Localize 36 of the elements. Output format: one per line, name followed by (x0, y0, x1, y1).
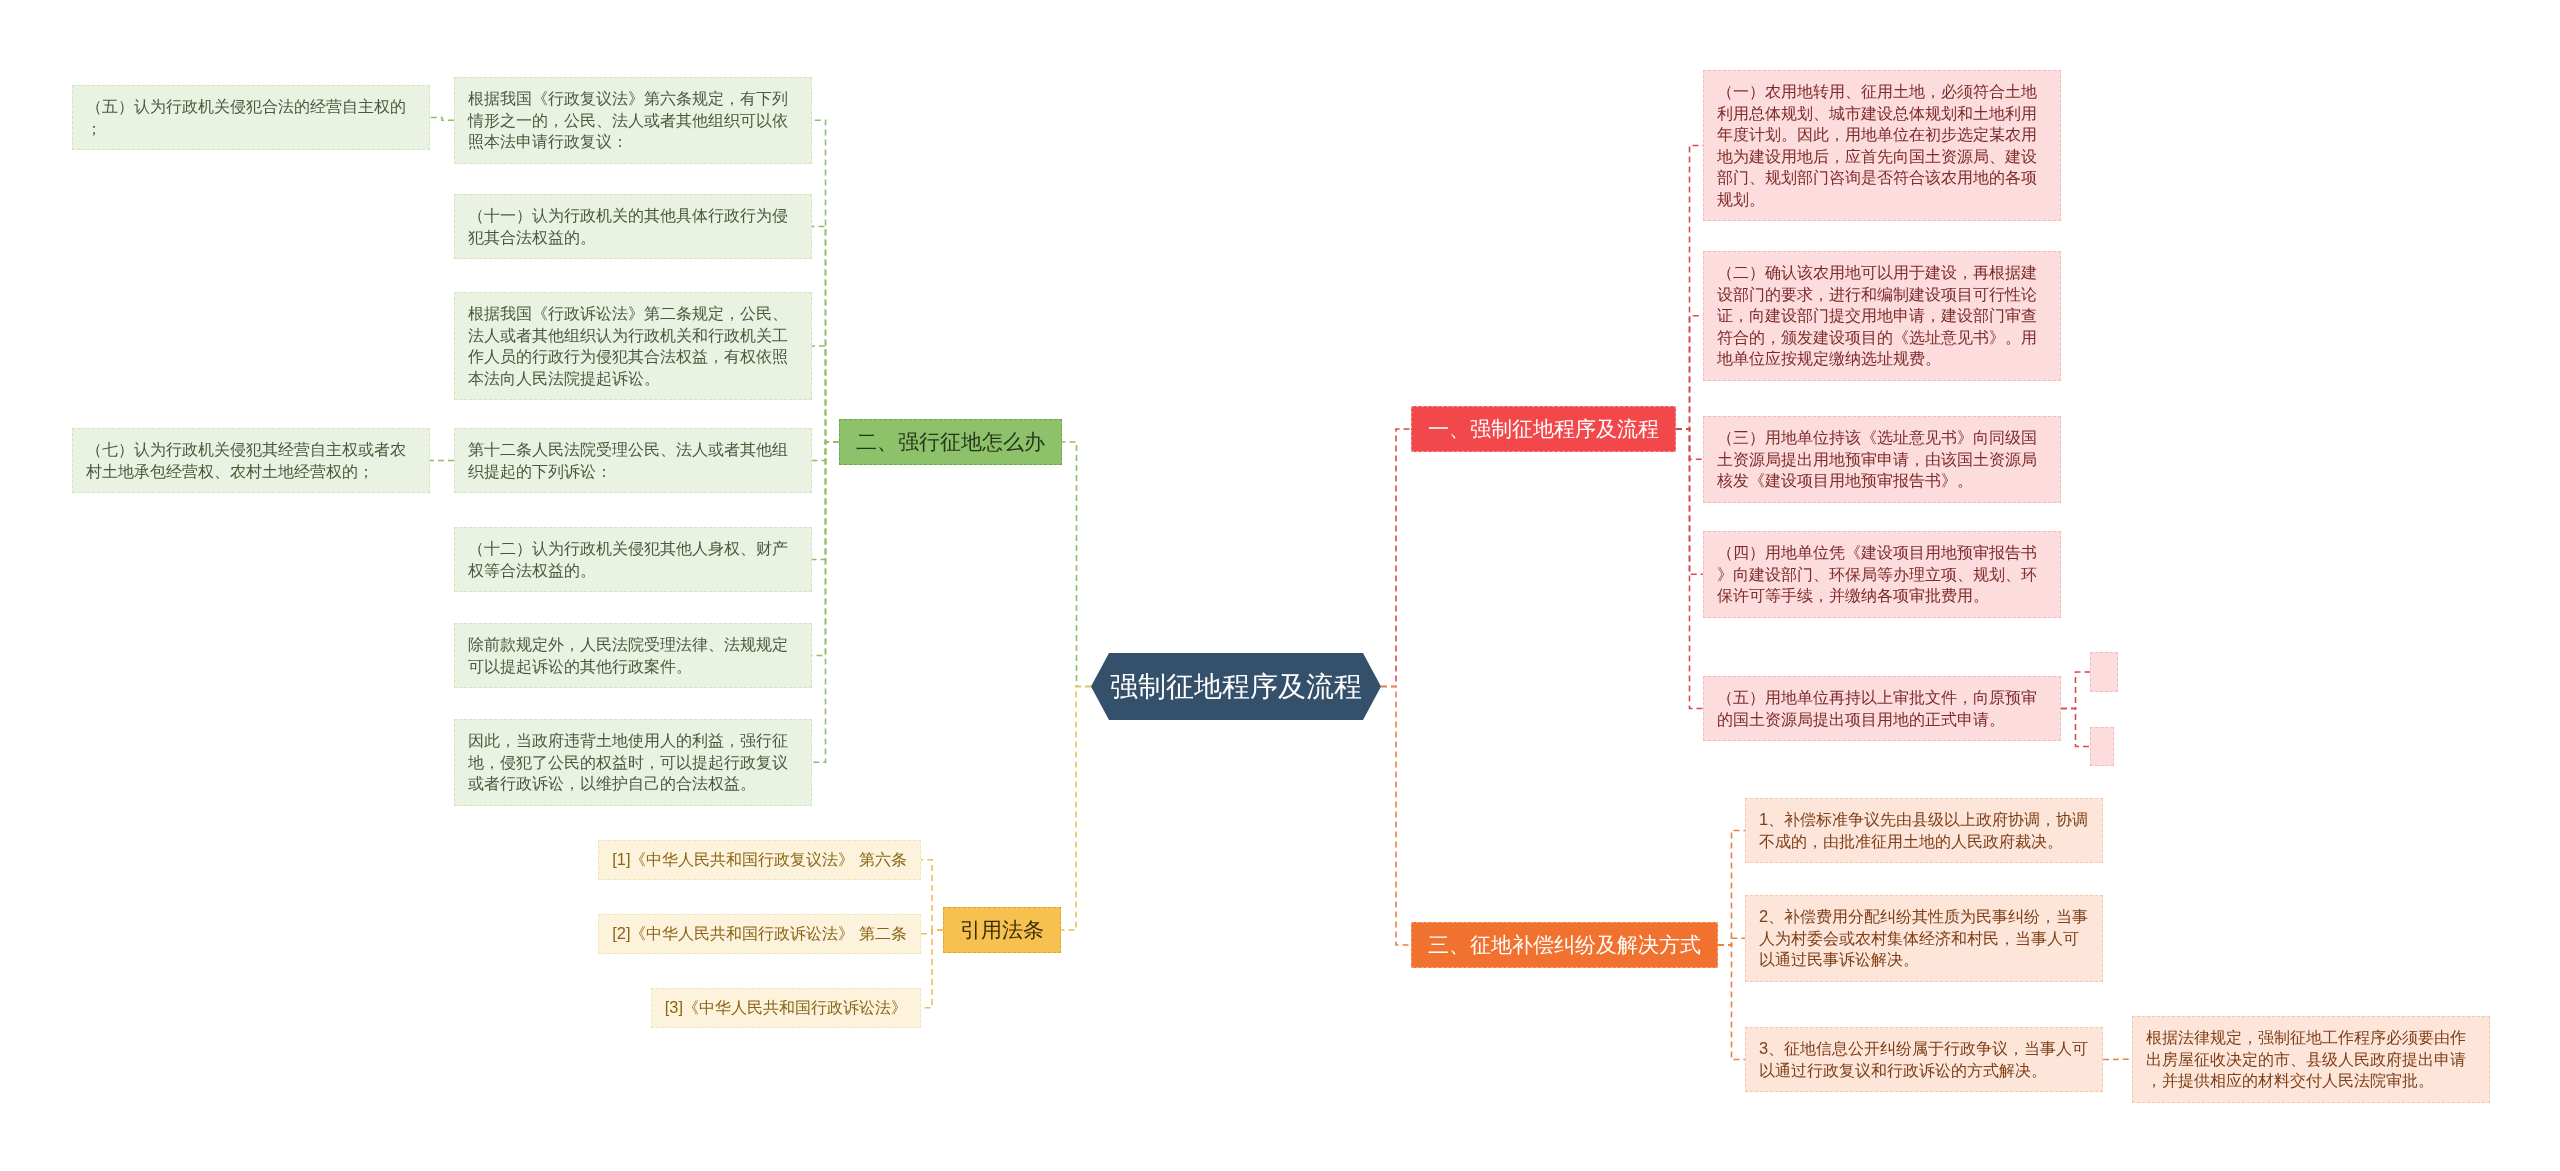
empty-box (2090, 727, 2114, 766)
connector-line (429, 459, 455, 462)
citation-box: [1]《中华人民共和国行政复议法》 第六条 (598, 840, 921, 880)
branch-topic-box: 三、征地补偿纠纷及解决方式 (1411, 922, 1718, 968)
connector-line (1380, 685, 1412, 946)
branch-topic-box: 引用法条 (943, 907, 1061, 953)
topic-box: 因此，当政府违背土地使用人的利益，强行征地，侵犯了公民的权益时，可以提起行政复议或者行政诉讼，以维护自己的合法权益。 (454, 719, 812, 806)
topic-box: （七）认为行政机关侵犯其经营自主权或者农村土地承包经营权、农村土地经营权的； (72, 428, 430, 493)
topic-box: 1、补偿标准争议先由县级以上政府协调，协调不成的，由批准征用土地的人民政府裁决。 (1745, 798, 2103, 863)
topic-box: （十二）认为行政机关侵犯其他人身权、财产权等合法权益的。 (454, 527, 812, 592)
connector-line (1675, 428, 1704, 710)
connector-line (1060, 685, 1092, 931)
connector-line (429, 116, 455, 122)
topic-box: （三）用地单位持该《选址意见书》向同级国土资源局提出用地预审申请，由该国土资源局核发《建设项目用地预审报告书》。 (1703, 416, 2061, 503)
topic-box: 3、征地信息公开纠纷属于行政争议，当事人可以通过行政复议和行政诉讼的方式解决。 (1745, 1027, 2103, 1092)
topic-box: 2、补偿费用分配纠纷其性质为民事纠纷，当事人为村委会或农村集体经济和村民，当事人可以通过民事诉讼解决。 (1745, 895, 2103, 982)
connector-line (1717, 944, 1746, 1061)
citation-box: [2]《中华人民共和国行政诉讼法》 第二条 (598, 914, 921, 954)
empty-box (2090, 652, 2118, 692)
topic-box: 第十二条人民法院受理公民、法人或者其他组织提起的下列诉讼： (454, 428, 812, 493)
topic-box: （二）确认该农用地可以用于建设，再根据建设部门的要求，进行和编制建设项目可行性论证，向建设部门提交用地申请，建设部门审查符合的，颁发建设项目的《选址意见书》。用地单位应按规定缴纳选址规费。 (1703, 251, 2061, 381)
citation-box: [3]《中华人民共和国行政诉讼法》 (650, 988, 921, 1028)
topic-box: 除前款规定外，人民法院受理法律、法规规定可以提起诉讼的其他行政案件。 (454, 623, 812, 688)
topic-box: （五）认为行政机关侵犯合法的经营自主权的； (72, 85, 430, 150)
topic-box: 根据法律规定，强制征地工作程序必须要由作出房屋征收决定的市、县级人民政府提出申请，并提供相应的材料交付人民法院审批。 (2132, 1016, 2490, 1103)
topic-box: 根据我国《行政复议法》第六条规定，有下列情形之一的，公民、法人或者其他组织可以依照本法申请行政复议： (454, 77, 812, 164)
branch-topic-box: 一、强制征地程序及流程 (1411, 406, 1676, 452)
central-topic-hexagon: 强制征地程序及流程 (1091, 653, 1381, 720)
branch-topic-box: 二、强行征地怎么办 (839, 419, 1062, 465)
topic-box: （四）用地单位凭《建设项目用地预审报告书》向建设部门、环保局等办理立项、规划、环保许可等手续，并缴纳各项审批费用。 (1703, 531, 2061, 618)
topic-box: （一）农用地转用、征用土地，必须符合土地利用总体规划、城市建设总体规划和土地利用年度计划。因此，用地单位在初步选定某农用地为建设用地后，应首先向国土资源局、建设部门、规划部门咨询是否符合该农用地的各项规划。 (1703, 70, 2061, 221)
topic-box: （五）用地单位再持以上审批文件，向原预审的国土资源局提出项目用地的正式申请。 (1703, 676, 2061, 741)
connector-line (2060, 707, 2091, 748)
topic-box: （十一）认为行政机关的其他具体行政行为侵犯其合法权益的。 (454, 194, 812, 259)
topic-box: 根据我国《行政诉讼法》第二条规定，公民、法人或者其他组织认为行政机关和行政机关工作人员的行政行为侵犯其合法权益，有权依照本法向人民法院提起诉讼。 (454, 292, 812, 400)
connector-line (811, 441, 840, 764)
